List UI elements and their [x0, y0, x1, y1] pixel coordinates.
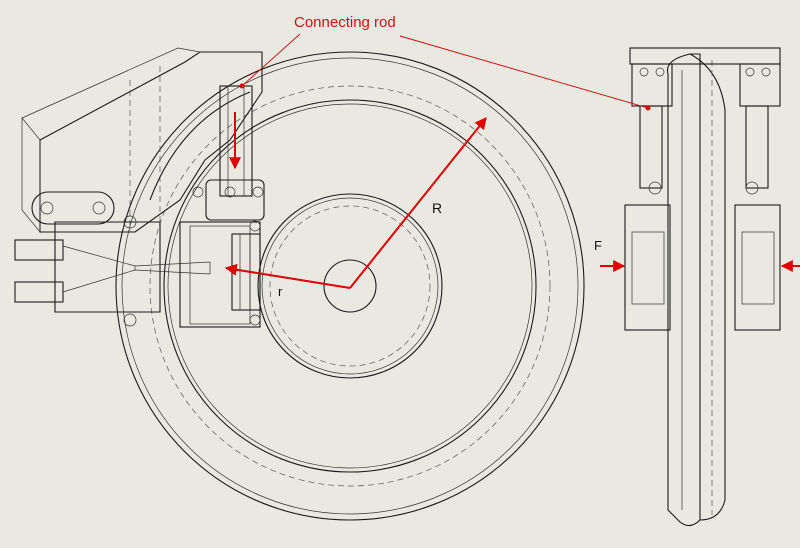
suspension-arm — [21, 47, 263, 233]
rod-leader-dot-left — [239, 83, 245, 89]
radius-r-label: r — [278, 284, 283, 299]
radius-r-arrow — [224, 263, 351, 289]
rod-leader-left — [241, 33, 301, 87]
force-label: F — [594, 238, 602, 253]
rod-leader-dot-right — [645, 105, 651, 111]
brake-assembly-side — [14, 215, 261, 328]
connecting-rod-side — [192, 85, 265, 221]
annotations — [224, 33, 800, 289]
rod-leader-right — [399, 35, 649, 109]
radius-R-arrow — [349, 117, 487, 289]
connecting-rod-label: Connecting rod — [294, 14, 396, 31]
wheel-side-view — [115, 51, 585, 521]
wheel-front-view — [624, 47, 781, 527]
radius-R-label: R — [432, 200, 443, 216]
